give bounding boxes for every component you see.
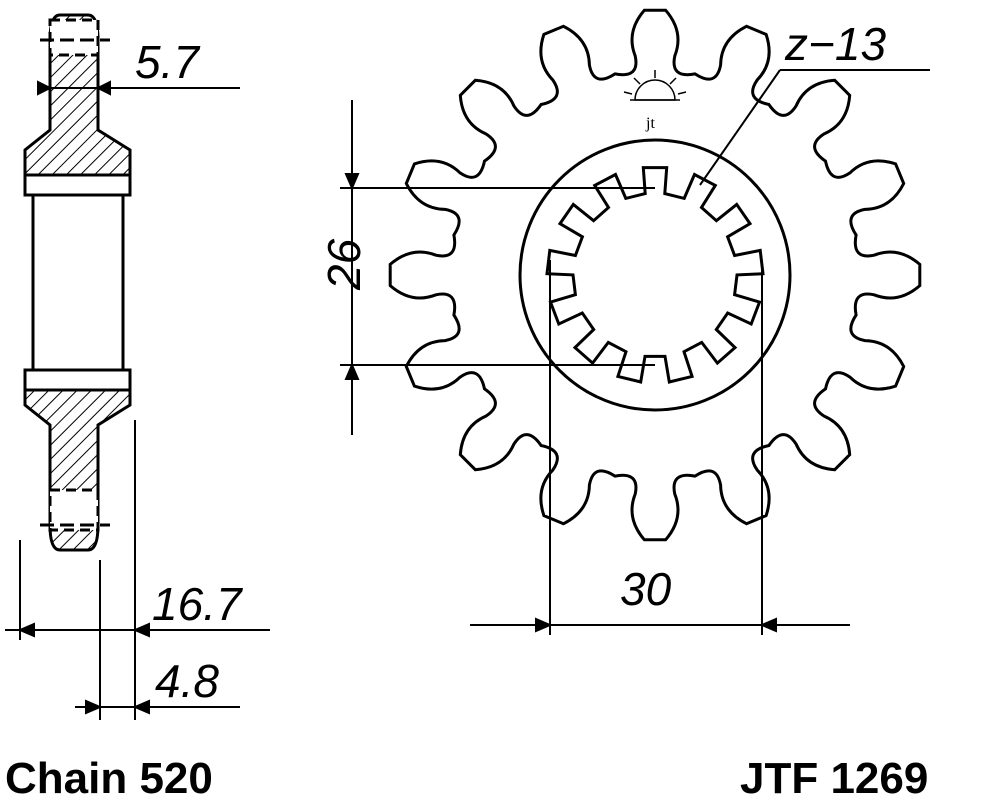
- chain-label: Chain 520: [5, 754, 213, 803]
- svg-text:jt: jt: [645, 115, 655, 132]
- hub-circle: [518, 138, 792, 412]
- tooth-width-label: 5.7: [135, 36, 200, 88]
- side-profile: [23, 13, 132, 552]
- offset-label: 4.8: [155, 655, 219, 707]
- hub-width-label: 16.7: [152, 578, 243, 630]
- bore-diameter-label: 30: [620, 563, 672, 615]
- side-dimensions: [5, 80, 270, 720]
- jt-logo: jt: [623, 70, 687, 132]
- front-dimensions: [340, 69, 930, 635]
- spline-outline: [545, 166, 765, 384]
- spline-count-label: z−13: [784, 18, 886, 70]
- spline-diameter-label: 26: [318, 238, 370, 291]
- part-number: JTF 1269: [740, 754, 928, 803]
- sprocket-teeth-outline: [388, 8, 922, 542]
- sprocket-front: [388, 8, 922, 542]
